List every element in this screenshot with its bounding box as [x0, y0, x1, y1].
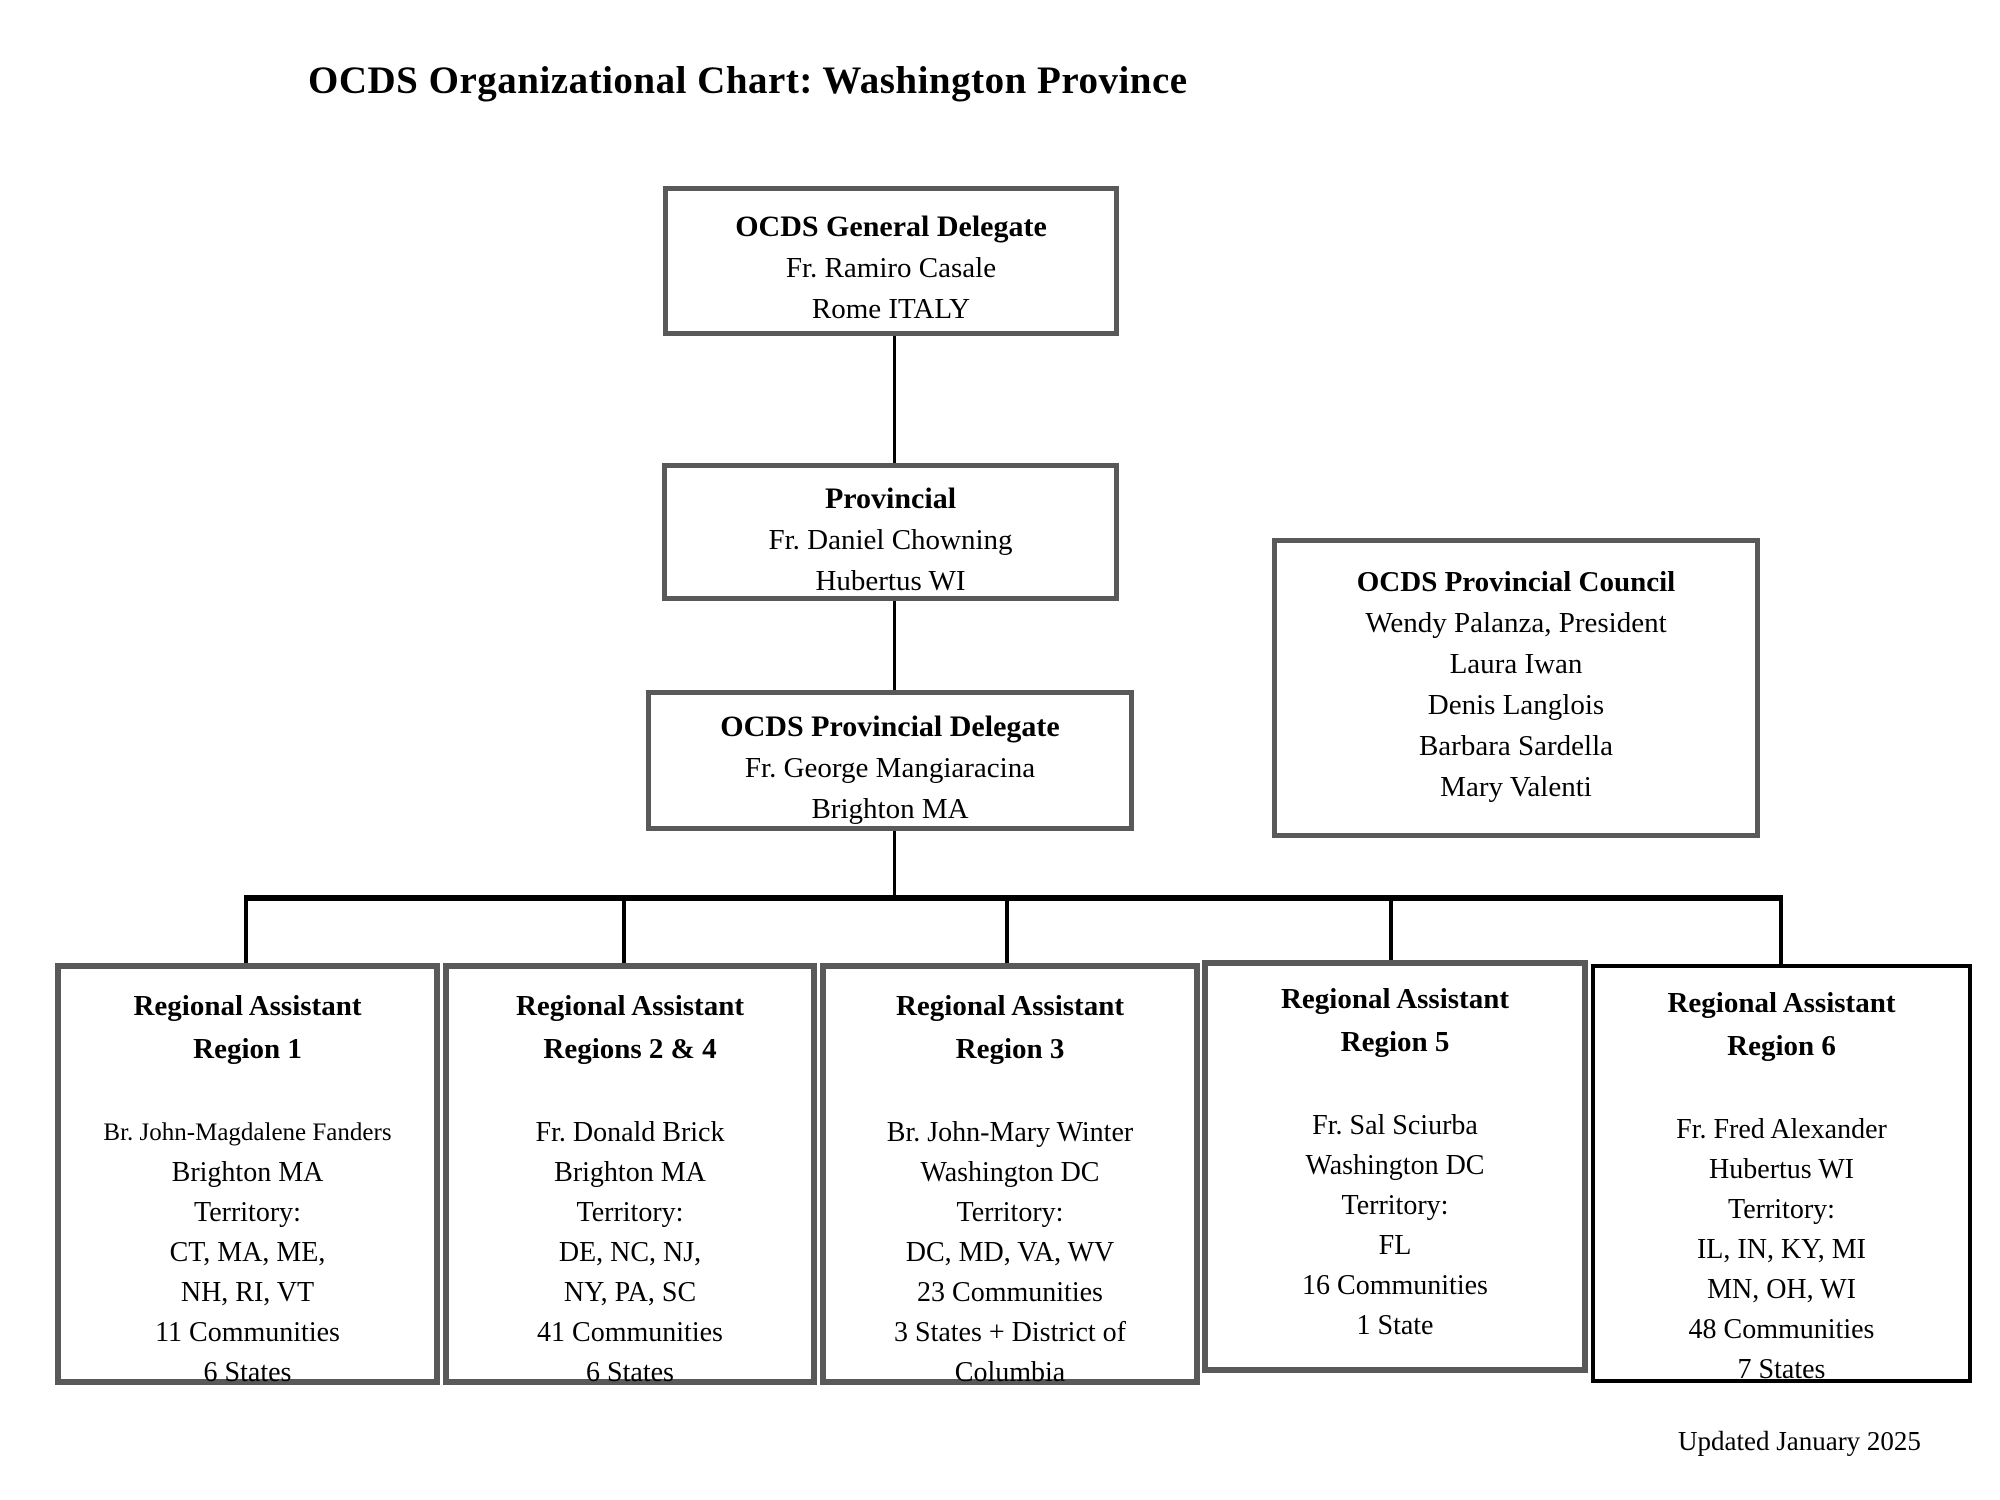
provincial-heading: Provincial — [824, 482, 957, 515]
region-6-title: Regional Assistant — [1667, 987, 1896, 1019]
region-6-communities-count: 48 Communities — [1688, 1314, 1875, 1345]
region-1-subtitle: Region 1 — [193, 1033, 302, 1065]
region-1-box: Regional Assistant Region 1 Br. John-Mag… — [55, 963, 440, 1388]
connector-drop-region-1 — [244, 895, 248, 963]
connector-general-to-provincial — [893, 336, 896, 463]
updated-date-note: Updated January 2025 — [1678, 1426, 1921, 1456]
region-6-territory-states: IL, IN, KY, MI — [1696, 1234, 1867, 1265]
region-3-states-count-cont: Columbia — [954, 1357, 1066, 1388]
page-title: OCDS Organizational Chart: Washington Pr… — [308, 59, 1188, 102]
connector-provincial-to-delegate — [893, 601, 896, 690]
connector-drop-region-5 — [1389, 895, 1393, 960]
region-5-assistant-name: Fr. Sal Sciurba — [1312, 1110, 1478, 1141]
provincial-name: Fr. Daniel Chowning — [768, 524, 1013, 556]
region-1-communities-count: 11 Communities — [155, 1317, 340, 1348]
region-5-territory-states: FL — [1378, 1230, 1412, 1261]
provincial-location: Hubertus WI — [815, 565, 966, 597]
region-5-communities-count: 16 Communities — [1302, 1270, 1488, 1301]
region-1-title: Regional Assistant — [133, 990, 362, 1022]
region-3-territory-states: DC, MD, VA, WV — [905, 1237, 1115, 1268]
region-2-4-territory-states: NY, PA, SC — [563, 1277, 697, 1308]
region-1-location: Brighton MA — [171, 1157, 324, 1188]
region-1-territory-states: NH, RI, VT — [180, 1277, 315, 1308]
region-3-communities-count: 23 Communities — [917, 1277, 1103, 1308]
region-3-box: Regional Assistant Region 3 Br. John-Mar… — [820, 963, 1200, 1388]
provincial-council-heading: OCDS Provincial Council — [1356, 566, 1676, 598]
region-5-subtitle: Region 5 — [1340, 1026, 1450, 1058]
region-2-4-communities-count: 41 Communities — [537, 1317, 723, 1348]
region-2-4-title: Regional Assistant — [515, 990, 744, 1022]
council-member: Mary Valenti — [1440, 771, 1592, 803]
connector-drop-region-6 — [1779, 895, 1783, 964]
region-6-box: Regional Assistant Region 6 Fr. Fred Ale… — [1591, 964, 1972, 1385]
region-6-territory-states: MN, OH, WI — [1707, 1274, 1856, 1305]
general-delegate-box: OCDS General Delegate Fr. Ramiro Casale … — [663, 186, 1119, 336]
region-1-states-count: 6 States — [203, 1357, 292, 1388]
region-2-4-box: Regional Assistant Regions 2 & 4 Fr. Don… — [443, 963, 817, 1388]
region-6-states-count: 7 States — [1737, 1354, 1826, 1385]
region-6-assistant-name: Fr. Fred Alexander — [1676, 1114, 1887, 1145]
region-1-territory-label: Territory: — [194, 1197, 301, 1228]
region-2-4-assistant-name: Fr. Donald Brick — [535, 1117, 725, 1148]
region-3-title: Regional Assistant — [895, 990, 1124, 1022]
provincial-delegate-name: Fr. George Mangiaracina — [744, 752, 1036, 784]
region-5-title: Regional Assistant — [1280, 983, 1509, 1015]
provincial-box: Provincial Fr. Daniel Chowning Hubertus … — [662, 463, 1119, 601]
connector-regions-bus — [244, 895, 1783, 901]
provincial-council-box: OCDS Provincial Council Wendy Palanza, P… — [1272, 538, 1760, 838]
region-3-territory-label: Territory: — [956, 1197, 1064, 1228]
region-6-subtitle: Region 6 — [1727, 1030, 1836, 1062]
region-5-territory-label: Territory: — [1341, 1190, 1449, 1221]
region-2-4-territory-label: Territory: — [576, 1197, 684, 1228]
region-3-subtitle: Region 3 — [955, 1033, 1065, 1065]
region-5-states-count: 1 State — [1356, 1310, 1434, 1341]
region-1-assistant-name: Br. John-Magdalene Fanders — [103, 1119, 392, 1146]
connector-drop-region-2-4 — [622, 895, 626, 963]
region-6-location: Hubertus WI — [1709, 1154, 1854, 1185]
region-2-4-states-count: 6 States — [586, 1357, 674, 1388]
region-1-territory-states: CT, MA, ME, — [169, 1237, 326, 1268]
general-delegate-heading: OCDS General Delegate — [735, 210, 1047, 243]
council-member: Denis Langlois — [1427, 689, 1605, 721]
provincial-delegate-box: OCDS Provincial Delegate Fr. George Mang… — [646, 690, 1134, 831]
region-2-4-location: Brighton MA — [554, 1157, 706, 1188]
region-3-assistant-name: Br. John-Mary Winter — [886, 1117, 1134, 1148]
provincial-delegate-heading: OCDS Provincial Delegate — [720, 710, 1060, 743]
region-2-4-subtitle: Regions 2 & 4 — [543, 1033, 717, 1065]
region-3-location: Washington DC — [920, 1157, 1100, 1188]
council-member: Barbara Sardella — [1418, 730, 1614, 762]
connector-drop-region-3 — [1005, 895, 1009, 963]
region-2-4-territory-states: DE, NC, NJ, — [558, 1237, 702, 1268]
general-delegate-location: Rome ITALY — [811, 293, 971, 325]
region-5-box: Regional Assistant Region 5 Fr. Sal Sciu… — [1202, 960, 1588, 1373]
council-member: Wendy Palanza, President — [1365, 607, 1667, 639]
region-5-location: Washington DC — [1305, 1150, 1485, 1181]
provincial-delegate-location: Brighton MA — [811, 793, 969, 825]
region-6-territory-label: Territory: — [1728, 1194, 1835, 1225]
council-member: Laura Iwan — [1449, 648, 1583, 680]
region-3-states-count: 3 States + District of — [894, 1317, 1126, 1348]
general-delegate-name: Fr. Ramiro Casale — [785, 252, 997, 284]
connector-delegate-to-bus — [893, 831, 896, 895]
